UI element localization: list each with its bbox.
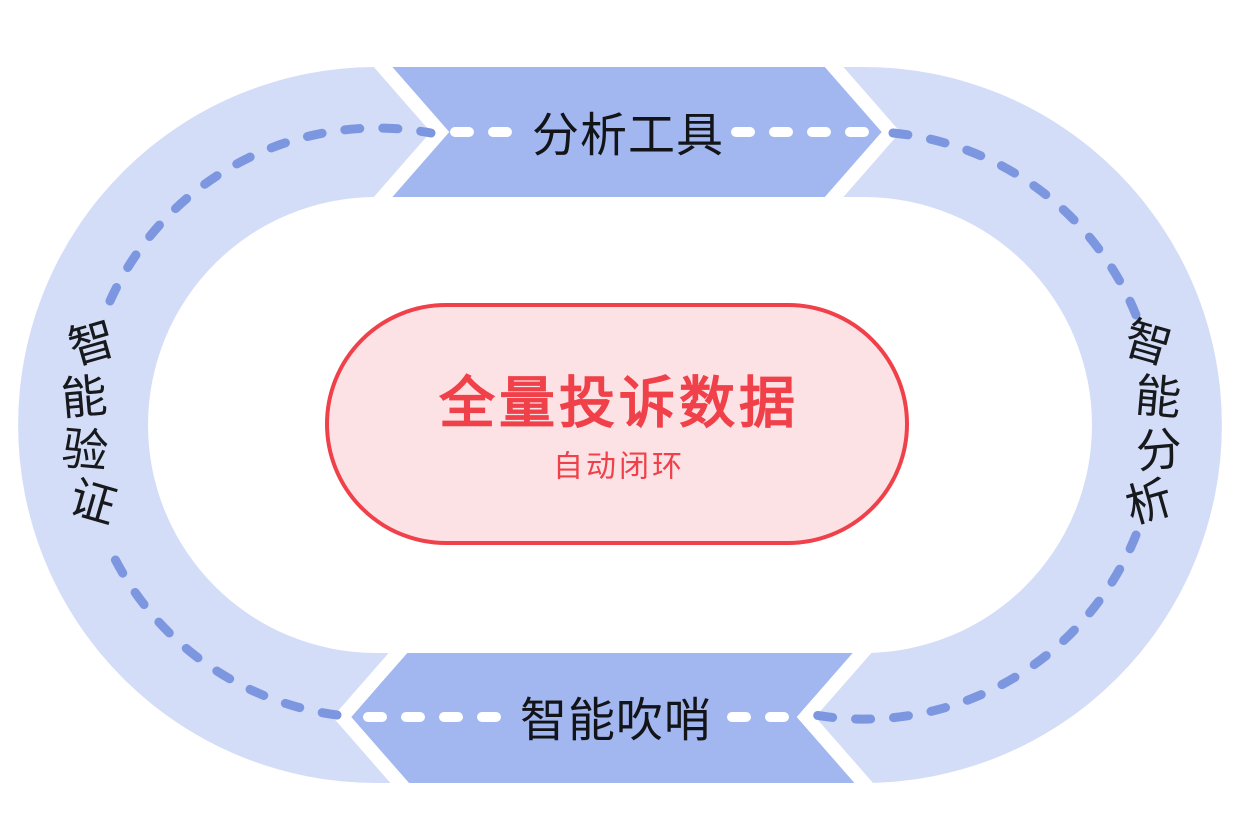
flow-band-bottom	[343, 653, 857, 783]
side-label-left-char: 能	[59, 369, 109, 425]
flow-band-top	[383, 67, 891, 197]
center-pill-title: 全量投诉数据	[438, 372, 799, 435]
junction-gap-bottom-right	[796, 640, 875, 794]
dashed-arc-right-upper	[888, 128, 1141, 320]
side-label-right: 智 能 分 析	[1119, 312, 1184, 534]
center-pill-subtitle: 自动闭环	[553, 451, 685, 484]
dashed-arc-left-upper	[105, 123, 436, 306]
stage-label-top: 分析工具	[532, 109, 724, 162]
side-label-left-char: 验	[60, 422, 110, 478]
center-pill	[325, 303, 909, 545]
junction-gap-bottom-left	[332, 640, 411, 794]
side-label-right-char: 分	[1134, 422, 1184, 478]
stage-label-bottom: 智能吹哨	[520, 694, 712, 747]
side-label-right-char: 能	[1133, 369, 1183, 425]
dashed-arc-left-lower	[105, 544, 342, 720]
junction-gap-top-left	[371, 55, 450, 209]
dashed-arc-right-lower	[810, 530, 1141, 724]
